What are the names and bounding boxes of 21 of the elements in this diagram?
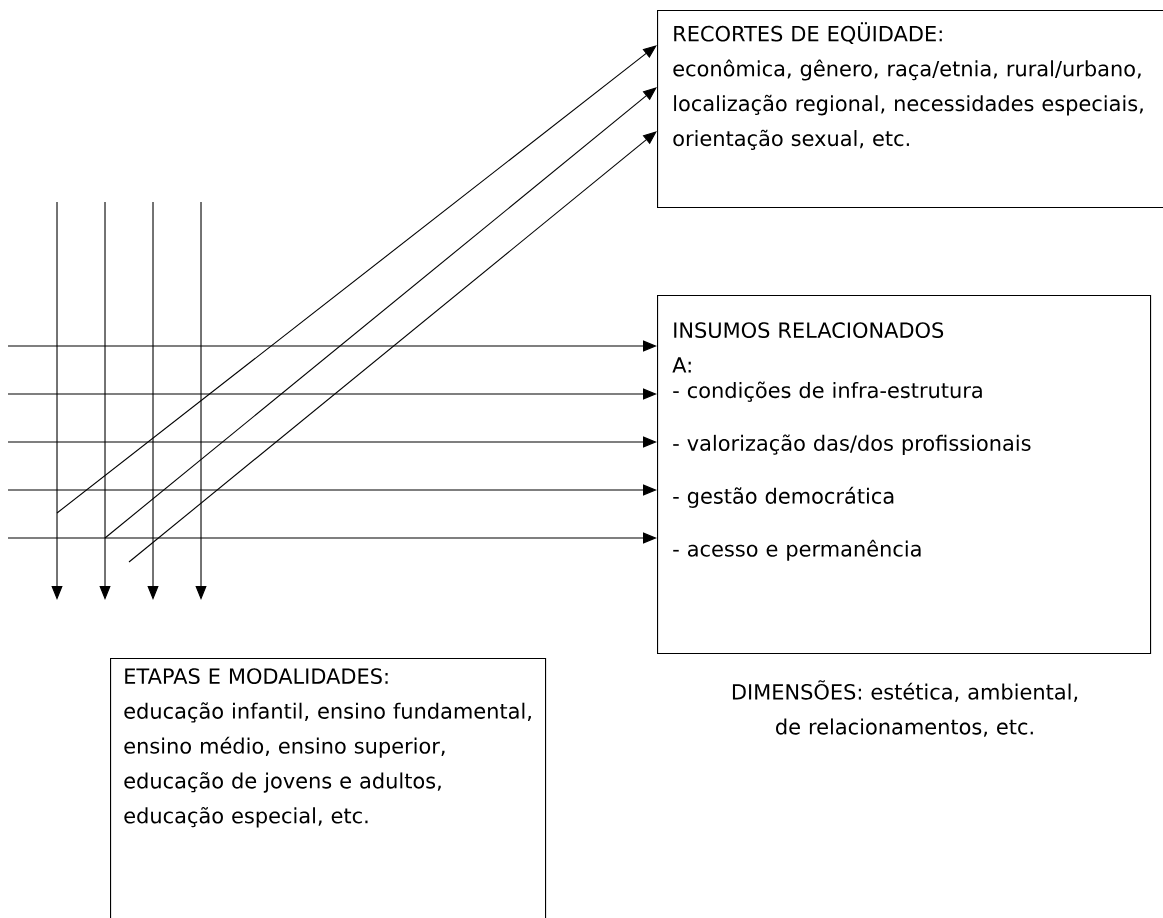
list-item: - gestão democrática bbox=[673, 486, 894, 508]
text-box bbox=[110, 658, 547, 918]
arrow bbox=[104, 87, 657, 539]
body-text: educação infantil, ensino fundamental, ensino médio, ensino superior, educação de jovens e adultos, educação especial, etc. bbox=[124, 702, 531, 828]
heading: ETAPAS E MODALIDADES: bbox=[125, 668, 388, 684]
arrow bbox=[7, 484, 657, 496]
note-text: DIMENSÕES: estética, ambiental, de relacionamentos, etc. bbox=[732, 680, 1078, 737]
arrow bbox=[7, 388, 657, 400]
arrow bbox=[7, 340, 657, 352]
list-item: - valorização das/dos profissionais bbox=[673, 434, 1031, 456]
body-text: econômica, gênero, raça/etnia, rural/urbano, localização regional, necessidades especiais, orientação sexual, etc. bbox=[673, 59, 1143, 150]
text-box bbox=[657, 295, 1152, 655]
heading: RECORTES DE EQÜIDADE: bbox=[674, 22, 942, 44]
arrow bbox=[56, 45, 657, 514]
arrow bbox=[128, 131, 657, 563]
text-box bbox=[657, 10, 1163, 209]
arrow bbox=[7, 532, 657, 544]
heading: INSUMOS RELACIONADOS A: bbox=[672, 322, 944, 373]
arrow bbox=[7, 436, 657, 448]
list-item: - acesso e permanência bbox=[673, 539, 921, 561]
list-item: - condições de infra-estrutura bbox=[673, 381, 982, 402]
